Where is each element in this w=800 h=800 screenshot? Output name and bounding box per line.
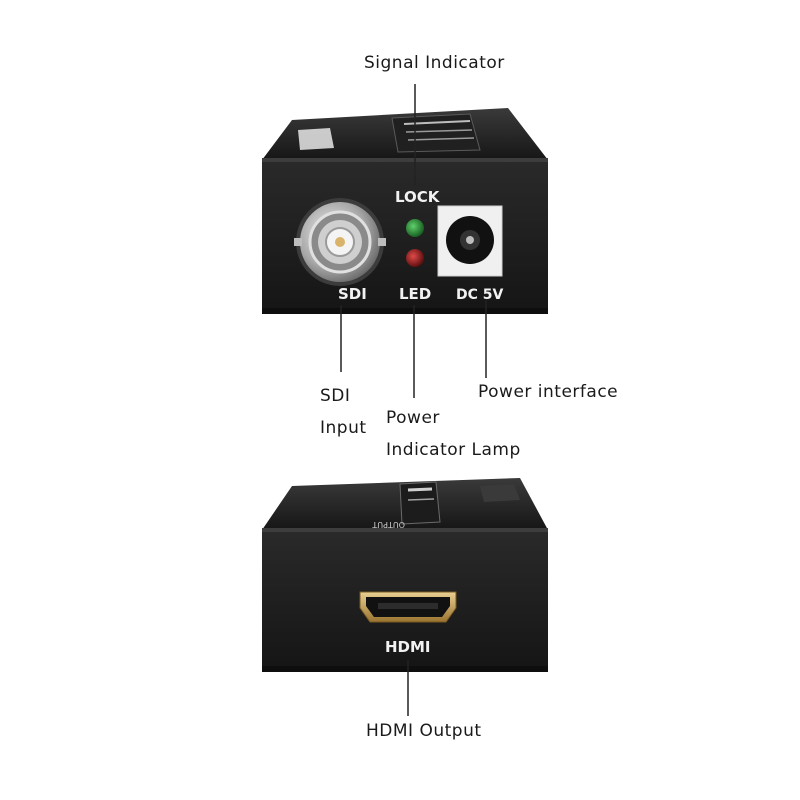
- output-label: OUTPUT: [372, 520, 405, 529]
- callout-power-line2: Indicator Lamp: [386, 440, 521, 460]
- lock-label: LOCK: [395, 188, 441, 206]
- lock-led: [406, 219, 424, 237]
- dc-label: DC 5V: [456, 287, 504, 303]
- callout-sdi-input: SDI Input: [320, 380, 367, 444]
- led-label: LED: [399, 285, 431, 303]
- power-led: [406, 249, 424, 267]
- callout-signal-indicator: Signal Indicator: [364, 53, 505, 73]
- top-sticker: [391, 113, 481, 153]
- dc-power-jack: [437, 205, 503, 277]
- callout-power-interface: Power interface: [478, 382, 619, 402]
- callout-sdi-line1: SDI: [320, 386, 351, 406]
- sdi-converter-rear: OUTPUT HDMI: [262, 478, 548, 672]
- callout-sdi-line2: Input: [320, 418, 367, 438]
- callout-hdmi-output: HDMI Output: [366, 721, 482, 741]
- callout-power-line1: Power: [386, 408, 440, 428]
- bnc-sdi-connector: [294, 198, 386, 286]
- hdmi-port: [359, 591, 457, 623]
- hdmi-label: HDMI: [385, 638, 431, 656]
- callout-power-indicator-lamp: Power Indicator Lamp: [386, 402, 521, 466]
- sdi-converter-front: LOCK SDI LED DC 5V: [262, 108, 548, 314]
- sdi-label: SDI: [338, 285, 367, 303]
